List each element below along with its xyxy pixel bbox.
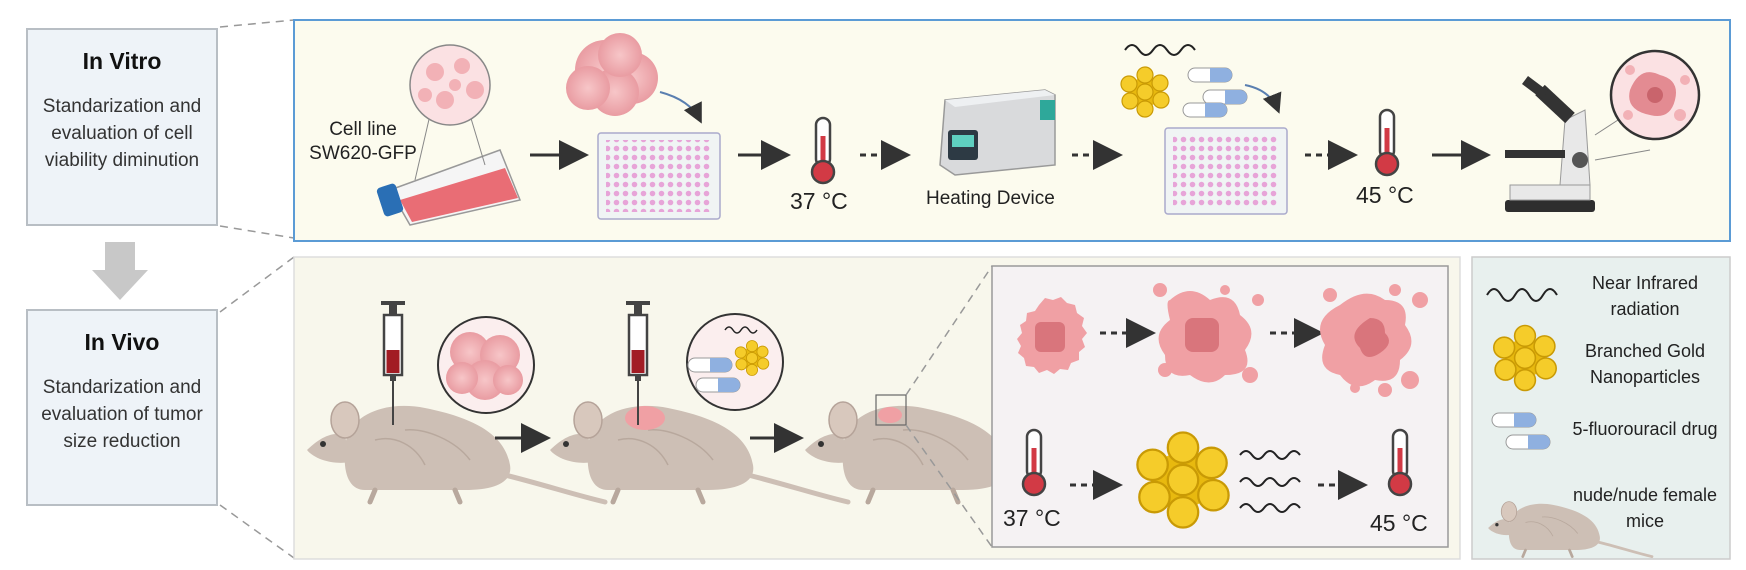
heating-device-label: Heating Device [926, 188, 1055, 209]
legend-drug-label: 5-fluorouracil drug [1572, 419, 1718, 439]
capsule-icon [1202, 89, 1248, 105]
capsule-icon [1187, 67, 1233, 83]
tumor-zoom-box [875, 394, 907, 426]
tumor-stage-2-icon [1153, 283, 1264, 383]
capsule-icon [1182, 102, 1228, 118]
vitro-temp-start: 37 °C [790, 188, 848, 214]
cell-line-label: Cell line SW620-GFP [309, 119, 417, 164]
in-vitro-description: Standarization and evaluation of cell vi… [42, 96, 202, 171]
in-vitro-title: In Vitro [82, 48, 162, 74]
vivo-temp-start: 37 °C [1003, 505, 1061, 531]
well-plate-icon [597, 132, 721, 220]
legend-nir-label: Near Infrared radiation [1591, 273, 1699, 319]
tumor-stage-1-icon [1017, 297, 1087, 374]
cell-cluster-icon [566, 33, 702, 124]
legend-mice-label: nude/nude female mice [1572, 485, 1718, 531]
in-vivo-box: In Vivo Standarization and evaluation of… [26, 309, 218, 506]
legend-gold-label: Branched Gold Nanoparticles [1584, 341, 1706, 387]
thermometer-icon [1374, 108, 1400, 177]
thermometer-icon [1021, 428, 1047, 497]
nir-wave-icon [1124, 44, 1196, 56]
connector-lines [219, 19, 295, 559]
tumor-stage-3-icon [1320, 284, 1428, 397]
down-arrow-icon [92, 242, 148, 300]
microscope-icon [1505, 49, 1701, 212]
in-vitro-box: In Vitro Standarization and evaluation o… [26, 28, 218, 226]
in-vivo-title: In Vivo [84, 329, 160, 355]
nir-waves-icon [1239, 450, 1301, 513]
vivo-temp-end: 45 °C [1370, 510, 1428, 536]
cell-flask-icon [376, 44, 522, 226]
thermometer-icon [810, 116, 836, 185]
heating-device-icon [939, 89, 1056, 176]
in-vivo-description: Standarization and evaluation of tumor s… [41, 377, 203, 452]
well-plate-icon [1164, 127, 1288, 215]
legend-nir-icon [1486, 288, 1558, 302]
cell-cluster-zoom-icon [437, 316, 535, 414]
drug-gold-zoom-icon [686, 313, 784, 411]
thermometer-icon [1387, 428, 1413, 497]
vitro-temp-end: 45 °C [1356, 182, 1414, 208]
